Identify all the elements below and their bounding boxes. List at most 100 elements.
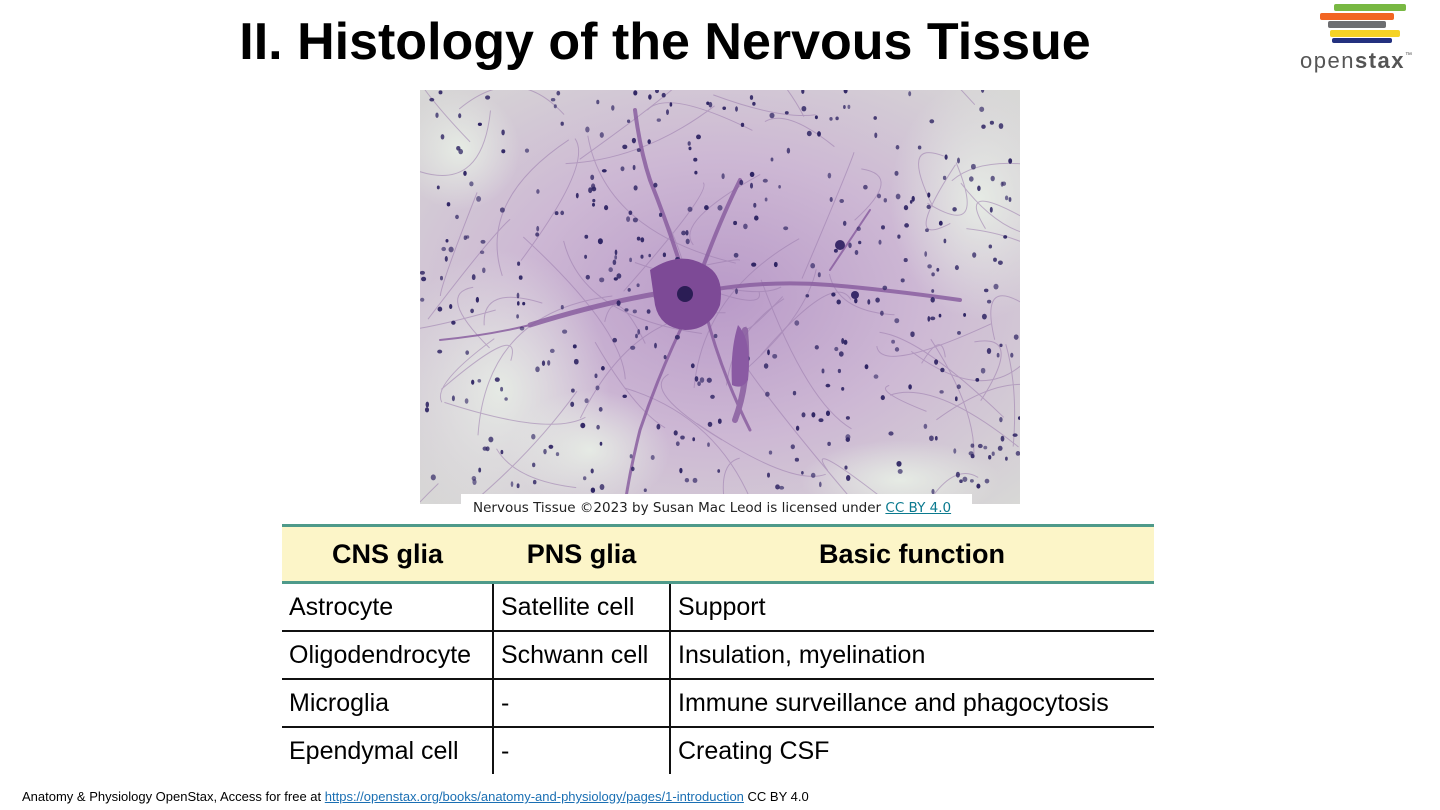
- glial-nucleus: [673, 430, 678, 436]
- glial-nucleus: [880, 395, 885, 401]
- glial-nucleus: [763, 363, 769, 369]
- glial-nucleus: [458, 148, 464, 155]
- glial-nucleus: [805, 294, 810, 298]
- tissue-fiber: [439, 192, 478, 297]
- footer-openstax-link[interactable]: https://openstax.org/books/anatomy-and-p…: [324, 789, 744, 804]
- glial-nucleus: [925, 228, 929, 233]
- tissue-fiber: [496, 448, 577, 489]
- glial-nucleus: [841, 387, 845, 391]
- glial-nucleus: [903, 205, 909, 211]
- glial-nucleus: [931, 488, 935, 495]
- glial-nucleus: [439, 275, 444, 281]
- glial-nucleus: [733, 220, 738, 226]
- glial-nucleus: [463, 170, 467, 176]
- glial-nucleus: [488, 436, 494, 443]
- glial-nucleus: [931, 272, 935, 277]
- glial-nucleus: [817, 272, 821, 278]
- glial-nucleus: [733, 252, 739, 258]
- tissue-fiber: [520, 138, 580, 261]
- glial-nucleus: [997, 445, 1003, 451]
- tissue-fiber: [522, 236, 626, 380]
- glial-nucleus: [997, 260, 1003, 265]
- tissue-fiber: [496, 139, 570, 276]
- glial-nucleus: [519, 326, 525, 331]
- glial-nucleus: [875, 297, 880, 303]
- tissue-fiber: [470, 390, 578, 504]
- glial-nucleus: [554, 211, 559, 216]
- function-cell: Insulation, myelination: [669, 631, 1154, 680]
- tissue-fiber: [854, 168, 882, 221]
- glial-nucleus: [420, 297, 425, 302]
- glial-nucleus: [934, 436, 938, 441]
- glial-nucleus: [981, 313, 987, 320]
- tissue-fiber: [918, 152, 944, 208]
- tissue-fiber: [594, 341, 666, 429]
- glial-nucleus: [874, 132, 878, 139]
- glial-nucleus: [908, 384, 912, 390]
- glial-nucleus: [458, 113, 462, 119]
- glial-nucleus: [784, 111, 789, 115]
- glial-nucleus: [584, 254, 588, 259]
- glial-nucleus: [1005, 456, 1008, 461]
- glial-nucleus: [445, 239, 449, 243]
- glial-nucleus: [1010, 352, 1014, 358]
- glial-nucleus: [645, 325, 649, 331]
- tissue-fiber: [743, 269, 817, 372]
- function-cell: Immune surveillance and phagocytosis: [669, 679, 1154, 728]
- glial-nucleus: [795, 425, 800, 431]
- caption-license-link[interactable]: CC BY 4.0: [885, 500, 952, 516]
- glial-nucleus: [843, 339, 848, 345]
- tissue-fiber: [444, 401, 586, 425]
- glial-nucleus: [599, 277, 605, 283]
- glial-nucleus: [833, 248, 838, 253]
- glial-nucleus: [601, 169, 607, 173]
- glial-nucleus: [930, 296, 935, 303]
- glial-nucleus: [989, 206, 993, 213]
- tissue-fiber: [801, 152, 855, 279]
- glial-nucleus: [831, 292, 836, 297]
- glial-nucleus: [611, 105, 615, 111]
- glial-nucleus: [666, 109, 669, 115]
- glial-nucleus: [535, 366, 540, 373]
- glial-nucleus: [626, 216, 631, 222]
- glial-nucleus: [464, 398, 469, 404]
- glial-nucleus: [988, 244, 993, 249]
- glial-nucleus: [970, 443, 975, 448]
- glial-nucleus: [858, 240, 862, 245]
- glial-nucleus: [911, 195, 915, 202]
- glial-nucleus: [752, 101, 756, 106]
- nervous-tissue-micrograph: [420, 90, 1020, 504]
- glial-nucleus: [436, 185, 440, 190]
- tissue-fiber: [990, 295, 1020, 340]
- glial-nucleus: [599, 484, 605, 490]
- glial-nucleus: [801, 90, 805, 94]
- glial-nucleus: [632, 217, 638, 223]
- glial-nucleus: [926, 204, 931, 210]
- glial-nucleus: [749, 171, 755, 177]
- glial-nucleus: [984, 478, 990, 484]
- glial-nucleus: [829, 117, 833, 121]
- glial-nucleus: [424, 407, 430, 413]
- glial-nucleus: [637, 329, 641, 335]
- glial-nucleus: [769, 112, 775, 119]
- glial-nucleus: [420, 270, 425, 275]
- glial-nucleus: [842, 220, 847, 226]
- glial-nucleus: [597, 238, 603, 245]
- glial-nucleus: [1004, 195, 1009, 201]
- glial-nucleus: [930, 316, 936, 321]
- glial-nucleus: [962, 476, 968, 482]
- glial-nucleus: [469, 181, 474, 187]
- glial-nucleus: [952, 207, 957, 212]
- glial-nucleus: [894, 347, 900, 352]
- glial-nucleus: [573, 358, 579, 365]
- glial-nucleus: [792, 390, 797, 396]
- glial-nucleus: [684, 478, 690, 483]
- glial-nucleus: [983, 288, 989, 293]
- glial-nucleus: [516, 314, 519, 319]
- glial-nucleus: [478, 467, 482, 473]
- glial-nucleus: [1008, 158, 1013, 164]
- glial-nucleus: [595, 385, 600, 391]
- glial-nucleus: [632, 309, 637, 314]
- glial-nucleus: [708, 101, 713, 108]
- glial-nucleus: [622, 394, 627, 399]
